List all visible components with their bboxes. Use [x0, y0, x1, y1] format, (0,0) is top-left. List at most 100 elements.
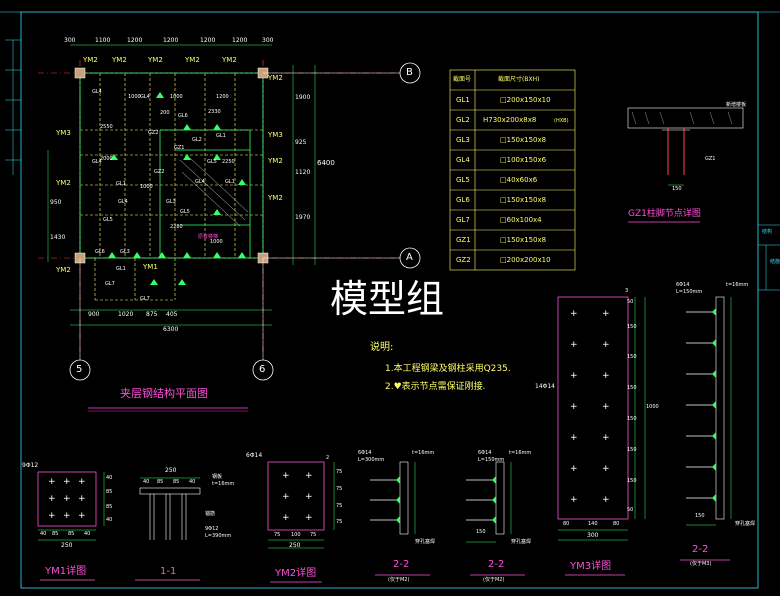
plan-right-total: 6400 [317, 159, 335, 167]
sec22a-rebar: 6Φ14 [358, 450, 372, 456]
plan-bottom-dim: 875 [146, 311, 158, 318]
beam-label: GL5 [103, 217, 113, 223]
gz1-title: GZ1柱脚节点详图 [628, 209, 701, 219]
embed-label: YM2 [56, 179, 71, 187]
table-header: 截面号 [453, 76, 472, 83]
table-cell: GL3 [456, 136, 470, 144]
sec22b-length: L=150mm [478, 457, 505, 463]
sec11-dim: 40 [189, 479, 196, 485]
notes-line: 2.♥表示节点需保证刚接. [385, 382, 486, 392]
ym2-total: 250 [289, 542, 301, 549]
beam-label: GL7 [140, 296, 150, 302]
table-cell: GL4 [456, 156, 470, 164]
svg-text:+: + [63, 494, 71, 504]
sec22c-thickness: t=16mm [726, 282, 749, 288]
section-table-grid [449, 69, 576, 271]
ym1-side-dim: 40 [106, 517, 113, 523]
plan-top-dim: 1200 [163, 37, 179, 44]
sec11-length: L=390mm [205, 533, 232, 539]
beam-label: GL5 [180, 209, 190, 215]
sec22a-sub: (仅于M2) [388, 577, 410, 583]
svg-text:+: + [48, 477, 56, 487]
frame-label: 结施 [770, 259, 780, 265]
plan-right-dim: 1970 [295, 214, 311, 221]
table-cell: □150x150x8 [500, 196, 547, 204]
sec22a-weld: 穿孔塞焊 [415, 539, 436, 545]
sec22c-length: L=150mm [676, 289, 703, 295]
ym3-rebar: 14Φ14 [535, 383, 555, 390]
embed-label: YM2 [148, 56, 163, 64]
table-cell: □40x60x6 [500, 176, 538, 184]
beam-label: GL2 [192, 137, 202, 143]
beam-label: GL1 [116, 181, 126, 187]
sec11-title: 1-1 [160, 566, 177, 577]
ym1-side-dim: 85 [106, 504, 113, 510]
embed-label: YM3 [56, 129, 71, 137]
ym2-dim: 100 [291, 532, 301, 538]
table-cell: □60x100x4 [500, 216, 542, 224]
svg-text:+: + [570, 464, 578, 474]
sec11-dim: 40 [143, 479, 150, 485]
ym3-side-dim: 150 [627, 447, 637, 453]
beam-label: GL3 [120, 249, 130, 255]
plan-inner-dim: 2330 [208, 109, 221, 115]
table-cell: GL7 [456, 216, 470, 224]
ym1-side-dim: 85 [106, 489, 113, 495]
embed-label: YM2 [56, 266, 71, 274]
table-cell: □150x150x8 [500, 236, 547, 244]
sec11-anchor: 锚筋 [205, 511, 216, 517]
sec11-rebar: 9Φ12 [205, 526, 219, 532]
plan-inner-dim: 2250 [222, 159, 235, 165]
svg-text:+: + [602, 464, 610, 474]
plan-inner-dim: 1200 [216, 94, 229, 100]
axis-6-label: 6 [259, 364, 266, 375]
sec11-plate: 钢板 [212, 474, 223, 480]
beam-label: GL4 [118, 199, 128, 205]
table-cell: □100x150x6 [500, 156, 547, 164]
sec22c-sub: (仅于M3) [690, 561, 712, 567]
ym3-mark: 3 [625, 288, 629, 294]
plan-inner-dim: 1000 [128, 94, 141, 100]
ym2-dim: 75 [310, 532, 317, 538]
sec22b-weld: 穿孔塞焊 [511, 539, 532, 545]
svg-text:+: + [570, 433, 578, 443]
embed-label: YM2 [112, 56, 127, 64]
svg-text:+: + [48, 511, 56, 521]
ym3-lines [557, 296, 646, 576]
table-cell: □150x150x8 [500, 136, 547, 144]
svg-text:+: + [78, 477, 86, 487]
plan-inner-dim: 1000 [210, 239, 223, 245]
plan-inner-dim: 1000 [140, 184, 153, 190]
table-note: (HXB) [554, 118, 569, 124]
svg-text:+: + [63, 511, 71, 521]
svg-text:+: + [570, 309, 578, 319]
axis-5-label: 5 [76, 364, 83, 375]
svg-text:+: + [570, 402, 578, 412]
watermark: 模型组 [330, 277, 445, 321]
stair-label: 原有楼梯 [198, 234, 219, 240]
ym2-lines [267, 461, 335, 583]
ym1-dim: 40 [84, 531, 91, 537]
sec22c-weld: 穿孔塞焊 [735, 521, 756, 527]
sec22b-rebar: 6Φ14 [478, 450, 492, 456]
plan-bottom-dim: 405 [166, 311, 178, 318]
plan-inner-dim: 1000 [170, 94, 183, 100]
ym1-rebar: 9Φ12 [22, 462, 39, 469]
column-label: GZ2 [148, 130, 159, 136]
ym1-dim: 40 [40, 531, 47, 537]
table-cell: □200x200x10 [500, 256, 551, 264]
table-cell: GL1 [456, 96, 470, 104]
plan-top-dim: 1100 [95, 37, 111, 44]
ym2-dim: 75 [274, 532, 281, 538]
beam-label: GL1 [225, 179, 235, 185]
ym3-dim: 80 [563, 521, 570, 527]
beam-label: GL1 [216, 133, 226, 139]
embed-label: YM1 [143, 263, 158, 271]
ym3-side-total: 1000 [646, 404, 659, 410]
ym1-total: 250 [61, 542, 73, 549]
sec11-thickness: t=16mm [212, 481, 235, 487]
svg-text:+: + [602, 433, 610, 443]
ym3-dim: 80 [613, 521, 620, 527]
svg-text:+: + [602, 340, 610, 350]
